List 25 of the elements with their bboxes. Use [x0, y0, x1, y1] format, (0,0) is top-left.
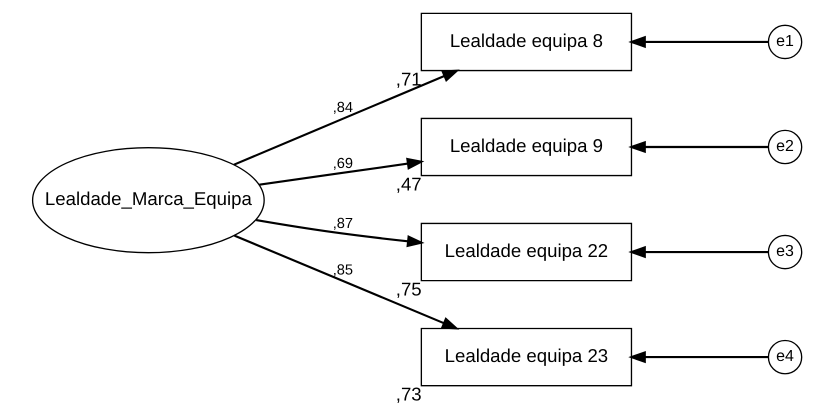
node-box: Lealdade equipa 9 — [420, 118, 632, 176]
arrow — [628, 350, 768, 364]
node-circle: e2 — [767, 130, 802, 164]
node-circle: e3 — [767, 234, 802, 270]
node-label: ,73 — [395, 384, 422, 405]
arrow — [628, 36, 768, 48]
arrow — [234, 234, 459, 330]
edge-label: ,84 — [332, 100, 353, 116]
edge-label: ,69 — [332, 156, 353, 172]
node-box: Lealdade equipa 22 — [420, 222, 632, 282]
arrow — [256, 219, 424, 248]
node-circle: e4 — [767, 340, 802, 374]
node-circle: e1 — [767, 24, 802, 60]
arrow — [258, 158, 424, 186]
node-ellipse: Lealdade_Marca_Equipa — [31, 147, 264, 254]
arrow — [628, 246, 768, 258]
arrow — [628, 140, 768, 154]
edge-label: ,85 — [332, 262, 353, 278]
node-box: Lealdade equipa 8 — [420, 12, 632, 72]
edge-label: ,87 — [332, 216, 353, 232]
node-label: ,75 — [395, 278, 422, 300]
arrow — [233, 69, 460, 166]
node-label: ,47 — [395, 173, 422, 194]
node-box: Lealdade equipa 23 — [420, 328, 632, 386]
node-label: ,71 — [395, 68, 422, 90]
